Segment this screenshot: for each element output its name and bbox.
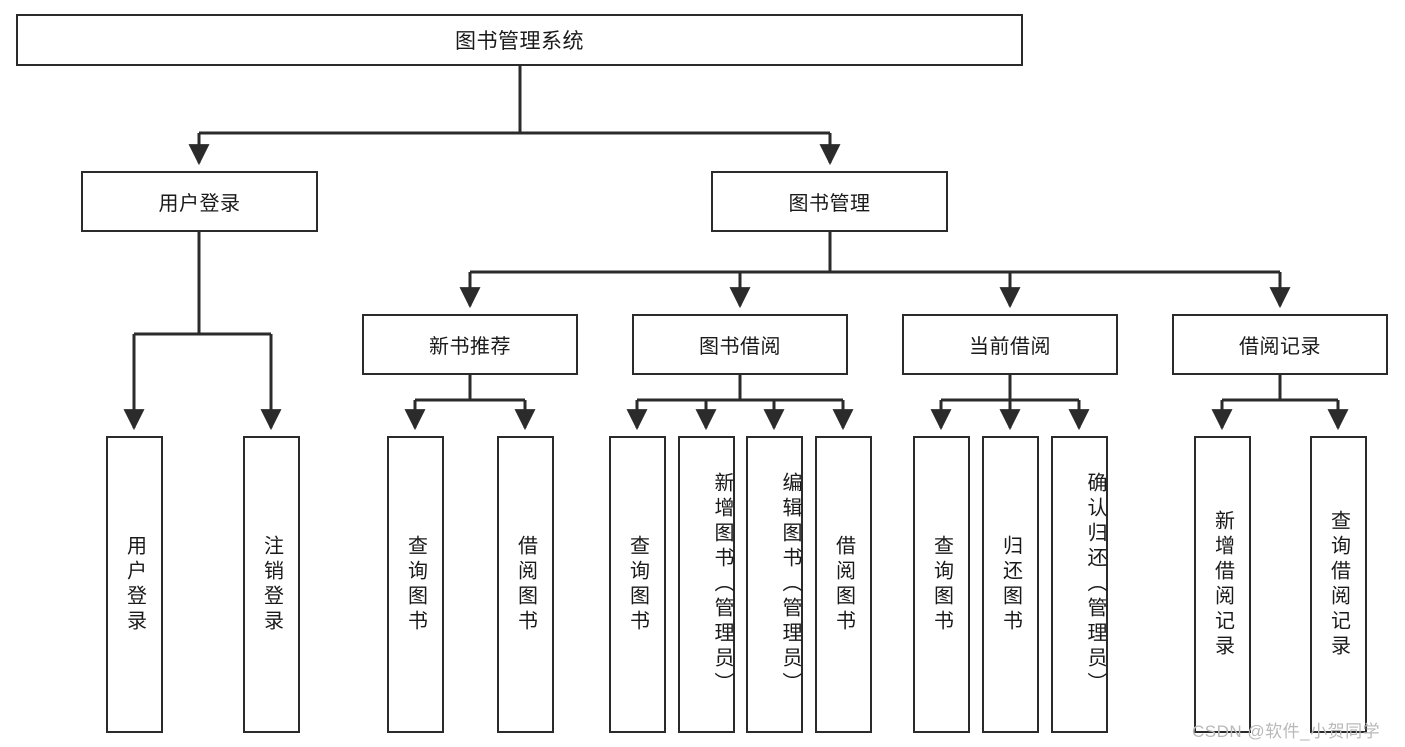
node-book-borrow[interactable]: 图书借阅: [632, 314, 848, 375]
node-book-management-system[interactable]: 图书管理系统: [16, 14, 1023, 66]
leaf-borrow-book-recommend[interactable]: 借阅图书: [497, 436, 554, 733]
leaf-add-borrow-record[interactable]: 新增借阅记录: [1194, 436, 1251, 733]
leaf-query-book-current[interactable]: 查询图书: [913, 436, 970, 733]
node-borrow-record[interactable]: 借阅记录: [1172, 314, 1388, 375]
leaf-borrow-book[interactable]: 借阅图书: [815, 436, 872, 733]
leaf-return-book[interactable]: 归还图书: [982, 436, 1039, 733]
leaf-add-book-admin[interactable]: 新增图书（管理员）: [678, 436, 735, 733]
leaf-confirm-return-admin[interactable]: 确认归还（管理员）: [1051, 436, 1108, 733]
node-user-login[interactable]: 用户登录: [81, 171, 318, 232]
leaf-logout-login[interactable]: 注销登录: [243, 436, 300, 733]
leaf-query-borrow-record[interactable]: 查询借阅记录: [1310, 436, 1367, 733]
node-current-borrow[interactable]: 当前借阅: [902, 314, 1118, 375]
leaf-query-book-recommend[interactable]: 查询图书: [387, 436, 444, 733]
node-new-book-recommend[interactable]: 新书推荐: [362, 314, 578, 375]
leaf-query-book-borrow[interactable]: 查询图书: [609, 436, 666, 733]
watermark: CSDN @软件_小贺同学: [1192, 722, 1381, 741]
node-book-manage[interactable]: 图书管理: [711, 171, 948, 232]
leaf-edit-book-admin[interactable]: 编辑图书（管理员）: [746, 436, 803, 733]
leaf-user-login[interactable]: 用户登录: [106, 436, 163, 733]
